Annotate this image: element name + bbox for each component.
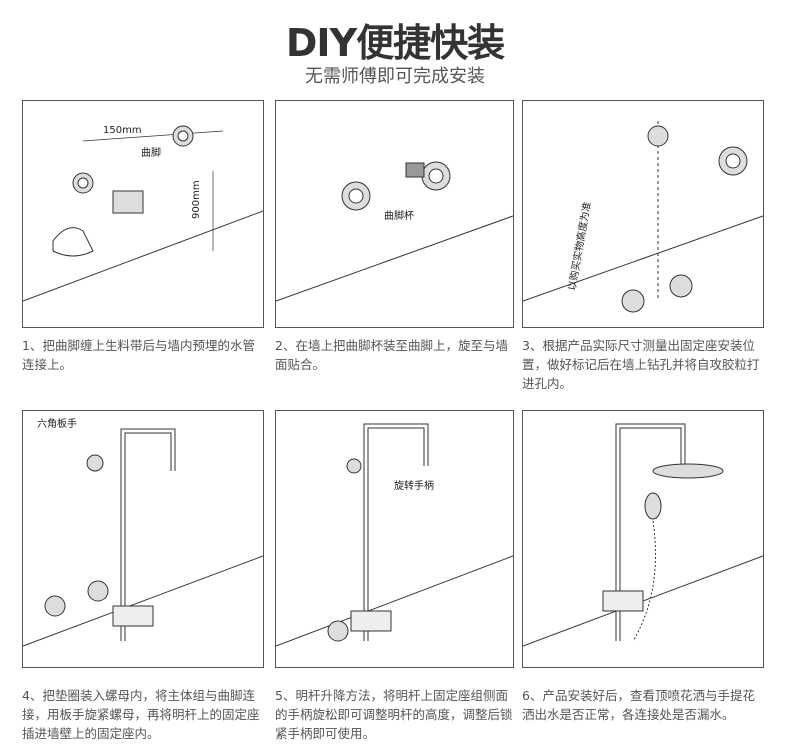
step-2-caption: 2、在墙上把曲脚杯装至曲脚上，旋至与墙面贴合。 bbox=[275, 338, 508, 372]
step-3-caption: 3、根据产品实际尺寸测量出固定座安装位置，做好标记后在墙上钻孔并将自攻胶粒打进孔… bbox=[522, 338, 760, 391]
step-4-caption: 4、把垫圈装入螺母内，将主体组与曲脚连接，用板手旋紧螺母，再将明杆上的固定座插进… bbox=[22, 688, 260, 741]
step-2-illustration: 曲脚杯 bbox=[275, 100, 514, 328]
step-1-caption: 1、把曲脚缠上生料带后与墙内预埋的水管连接上。 bbox=[22, 338, 255, 372]
step-5-caption: 5、明杆升降方法，将明杆上固定座组侧面的手柄旋松即可调整明杆的高度，调整后锁紧手… bbox=[275, 688, 513, 741]
page-subtitle: 无需师傅即可完成安装 bbox=[305, 66, 485, 87]
rotary-handle-label: 旋转手柄 bbox=[394, 479, 434, 492]
hex-wrench-label: 六角板手 bbox=[37, 417, 77, 430]
step-1-illustration: 150mm 900mm 曲脚 bbox=[22, 100, 264, 328]
step-3-illustration: 以购买实物高度为准 bbox=[522, 100, 764, 328]
page-title: DIY便捷快装 bbox=[285, 21, 505, 65]
step-6-illustration bbox=[522, 410, 764, 668]
width-dimension-label: 150mm bbox=[103, 125, 142, 136]
elbow-cup-label: 曲脚杯 bbox=[384, 209, 414, 222]
height-dimension-label: 900mm bbox=[191, 180, 202, 219]
step-4-illustration: 六角板手 bbox=[22, 410, 264, 668]
step-6-caption: 6、产品安装好后，查看顶喷花洒与手提花洒出水是否正常，各连接处是否漏水。 bbox=[522, 688, 755, 722]
elbow-label: 曲脚 bbox=[141, 146, 161, 159]
step-5-illustration: 旋转手柄 bbox=[275, 410, 514, 668]
